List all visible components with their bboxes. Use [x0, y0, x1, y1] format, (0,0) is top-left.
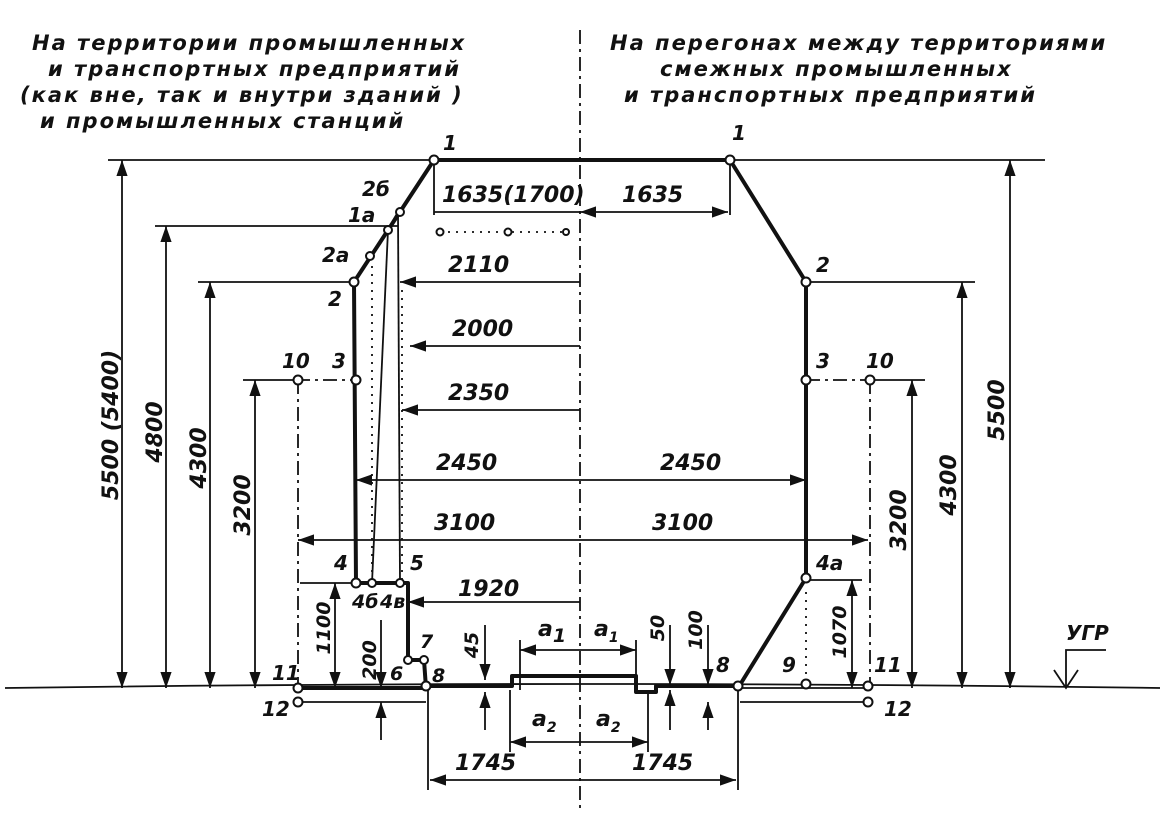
- header-left: На территории промышленных и транспортны…: [20, 31, 466, 133]
- label-point-9: 9: [782, 653, 796, 677]
- label-point-3-left: 3: [332, 349, 346, 373]
- dim-a1-left: a1: [538, 617, 566, 647]
- dim-2450-right: 2450: [660, 451, 721, 476]
- label-point-4b: 4б: [351, 591, 379, 613]
- dim-3200-left: 3200: [231, 474, 256, 535]
- dim-a2-left: a2: [532, 707, 557, 736]
- vertical-dim-labels: 5500 (5400) 4800 4300 3200 1100 200 45 5…: [99, 350, 1010, 680]
- label-point-4v: 4в: [379, 591, 405, 613]
- label-point-10-right: 10: [866, 349, 894, 373]
- clearance-outline: [296, 158, 866, 703]
- label-point-2a: 2а: [322, 243, 349, 267]
- ugr-label: УГР: [1066, 621, 1109, 645]
- dim-3200-right: 3200: [887, 489, 912, 550]
- header-right-line-3: и транспортных предприятий: [624, 83, 1037, 107]
- label-point-10-left: 10: [282, 349, 310, 373]
- dim-2350: 2350: [448, 381, 509, 406]
- dim-4300-left: 4300: [187, 427, 212, 489]
- label-point-11-right: 11: [874, 653, 902, 677]
- dim-a1-right: a1: [594, 617, 619, 646]
- dim-3100-right: 3100: [652, 511, 713, 536]
- dim-1745-left: 1745: [455, 751, 516, 776]
- label-point-1-right: 1: [732, 121, 746, 145]
- label-point-8-right: 8: [716, 653, 730, 677]
- header-right-line-1: На перегонах между территориями: [610, 31, 1107, 55]
- label-point-2b: 2б: [362, 177, 390, 201]
- dim-1100: 1100: [313, 602, 335, 655]
- dim-2110: 2110: [448, 253, 509, 278]
- header-left-line-3: (как вне, так и внутри зданий ): [20, 83, 464, 107]
- horizontal-dim-labels: 1635(1700) 1635 2110 2000 2350 2450 2450…: [434, 183, 721, 776]
- header-left-line-4: и промышленных станций: [40, 109, 405, 133]
- label-point-8-left: 8: [432, 665, 445, 687]
- label-point-2-left: 2: [328, 287, 342, 311]
- label-point-1a: 1а: [348, 203, 375, 227]
- label-point-2-right: 2: [816, 253, 830, 277]
- header-right: На перегонах между территориями смежных …: [610, 31, 1107, 107]
- right-vertical-dims: [664, 160, 1016, 730]
- dim-a2-right: a2: [596, 707, 621, 736]
- ugr-marker: УГР: [1053, 621, 1109, 690]
- dim-1745-right: 1745: [632, 751, 693, 776]
- label-point-4: 4: [333, 551, 348, 575]
- label-point-5: 5: [410, 551, 424, 575]
- header-left-line-2: и транспортных предприятий: [48, 57, 461, 81]
- dotted-lines: [297, 231, 871, 688]
- dim-200: 200: [359, 640, 381, 680]
- dim-2000: 2000: [452, 317, 513, 342]
- left-vertical-dims: [116, 160, 491, 740]
- dim-50: 50: [647, 615, 669, 641]
- ugr-arrow: [1053, 669, 1079, 690]
- dim-4300-right: 4300: [937, 454, 962, 516]
- dim-1635-right: 1635: [622, 183, 683, 208]
- label-point-12-left: 12: [262, 697, 290, 721]
- label-point-12-right: 12: [884, 697, 912, 721]
- label-point-7: 7: [420, 631, 434, 653]
- label-point-4a: 4а: [815, 551, 843, 575]
- dim-3100-left: 3100: [434, 511, 495, 536]
- label-point-6: 6: [390, 663, 403, 685]
- label-point-3-right: 3: [816, 349, 830, 373]
- horizontal-dims: [298, 160, 868, 786]
- header-right-line-2: смежных промышленных: [660, 57, 1013, 81]
- dim-45: 45: [461, 632, 483, 659]
- dim-1920: 1920: [458, 577, 519, 602]
- rail-level-line: [4, 683, 1161, 689]
- dim-4800: 4800: [143, 401, 168, 463]
- dim-5500-5400: 5500 (5400): [99, 350, 124, 500]
- dim-1070: 1070: [829, 606, 851, 659]
- nodes: [292, 154, 876, 708]
- dim-100: 100: [685, 610, 707, 650]
- ugr-bracket: [1065, 649, 1106, 688]
- dim-5500-right: 5500: [985, 379, 1010, 440]
- dim-1635-1700: 1635(1700): [442, 183, 585, 208]
- point-labels: 1 1 2б 1а 2а 2 2 3 3 10 10 4 5 4б 4в 4а …: [262, 121, 912, 721]
- dim-2450-left: 2450: [436, 451, 497, 476]
- header-left-line-1: На территории промышленных: [32, 31, 466, 55]
- label-point-1-left: 1: [443, 131, 457, 155]
- label-point-11-left: 11: [272, 661, 300, 685]
